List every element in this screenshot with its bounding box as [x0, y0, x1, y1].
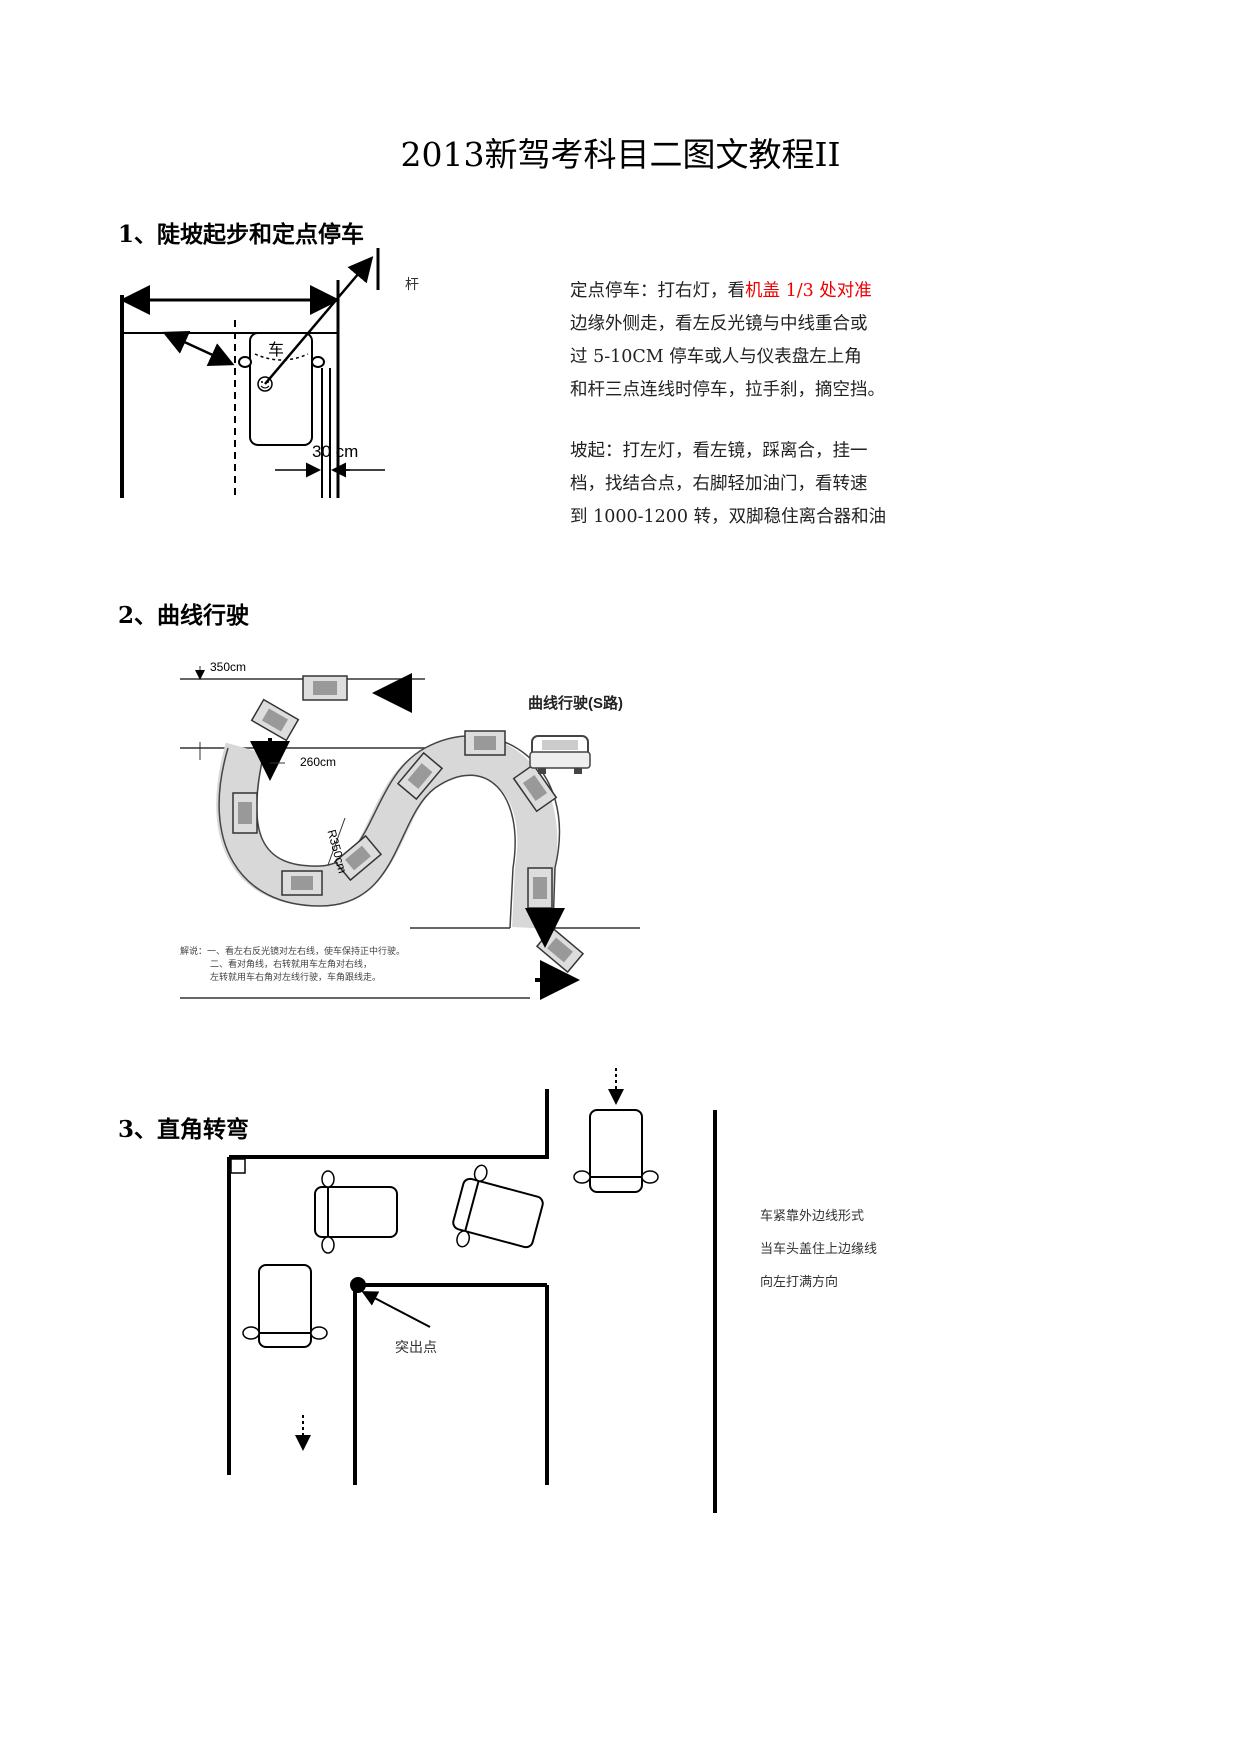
car-7	[464, 730, 506, 756]
parking-text-1: 定点停车：打右灯，看	[570, 281, 745, 301]
car-turning	[452, 1164, 544, 1249]
section2-heading: 2、曲线行驶	[118, 602, 250, 629]
car-horizontal	[314, 1170, 398, 1254]
note-2: 二、看对角线，右转就用车左角对右线，	[210, 960, 373, 970]
section3-heading: 3、直角转弯	[118, 1116, 250, 1143]
car-outline	[249, 332, 313, 446]
gap-label: 260cm	[300, 755, 337, 769]
note-1: 解说：一、看左右反光镜对左右线，使车保持正中行驶。	[180, 947, 406, 957]
sedan-icon	[529, 735, 591, 774]
protruding-point-label: 突出点	[395, 1340, 437, 1356]
car-5	[333, 834, 383, 882]
s-curve-notes: 解说：一、看左右反光镜对左右线，使车保持正中行驶。 二、看对角线，右转就用车左角…	[180, 946, 405, 985]
slope-text-1: 坡起：打左灯，看左镜，踩离合，挂一	[570, 441, 868, 461]
car-top	[302, 675, 348, 701]
s-curve-diagram	[180, 666, 640, 1000]
slope-instructions: 坡起：打左灯，看左镜，踩离合，挂一 档，找结合点，右脚轻加油门，看转速 到 10…	[570, 435, 886, 534]
parking-text-3: 过 5-10CM 停车或人与仪表盘左上角	[570, 347, 862, 367]
parking-text-4: 和杆三点连线时停车，拉手刹，摘空挡。	[570, 380, 885, 400]
section1-heading: 1、陡坡起步和定点停车	[118, 221, 365, 248]
car-bottom-exiting	[242, 1264, 328, 1348]
car-9	[527, 867, 553, 909]
protruding-point	[350, 1277, 366, 1293]
note-3: 左转就用车右角对左线行驶，车角跟线走。	[210, 973, 382, 983]
slope-text-3: 到 1000-1200 转，双脚稳住离合器和油	[570, 507, 887, 527]
page-title: 2013新驾考科目二图文教程II	[400, 135, 841, 174]
turn-text-3: 向左打满方向	[760, 1275, 839, 1290]
car-label: 车	[268, 340, 285, 359]
car-4	[281, 870, 323, 896]
slope-parking-diagram	[120, 248, 385, 498]
turn-instructions: 车紧靠外边线形式 当车头盖住上边缘线 向左打满方向	[760, 1200, 877, 1299]
car-6	[396, 751, 444, 801]
car-2	[250, 698, 300, 742]
driver-icon	[257, 376, 273, 392]
turn-text-1: 车紧靠外边线形式	[760, 1209, 865, 1224]
turn-text-2: 当车头盖住上边缘线	[760, 1242, 878, 1257]
parking-instructions: 定点停车：打右灯，看机盖 1/3 处对准 边缘外侧走，看左反光镜与中线重合或 过…	[570, 275, 885, 407]
car-3	[232, 792, 258, 834]
car-8	[512, 763, 558, 813]
parking-text-2: 边缘外侧走，看左反光镜与中线重合或	[570, 314, 868, 334]
parking-text-red: 机盖 1/3 处对准	[745, 281, 872, 301]
width-label: 350cm	[210, 660, 247, 674]
slope-text-2: 档，找结合点，右脚轻加油门，看转速	[570, 474, 868, 494]
right-angle-turn-diagram	[227, 1068, 717, 1513]
car-top-entering	[573, 1109, 659, 1193]
distance-label: 30 cm	[312, 442, 359, 461]
pole-label: 杆	[405, 277, 419, 293]
s-curve-title: 曲线行驶(S路)	[528, 695, 623, 712]
